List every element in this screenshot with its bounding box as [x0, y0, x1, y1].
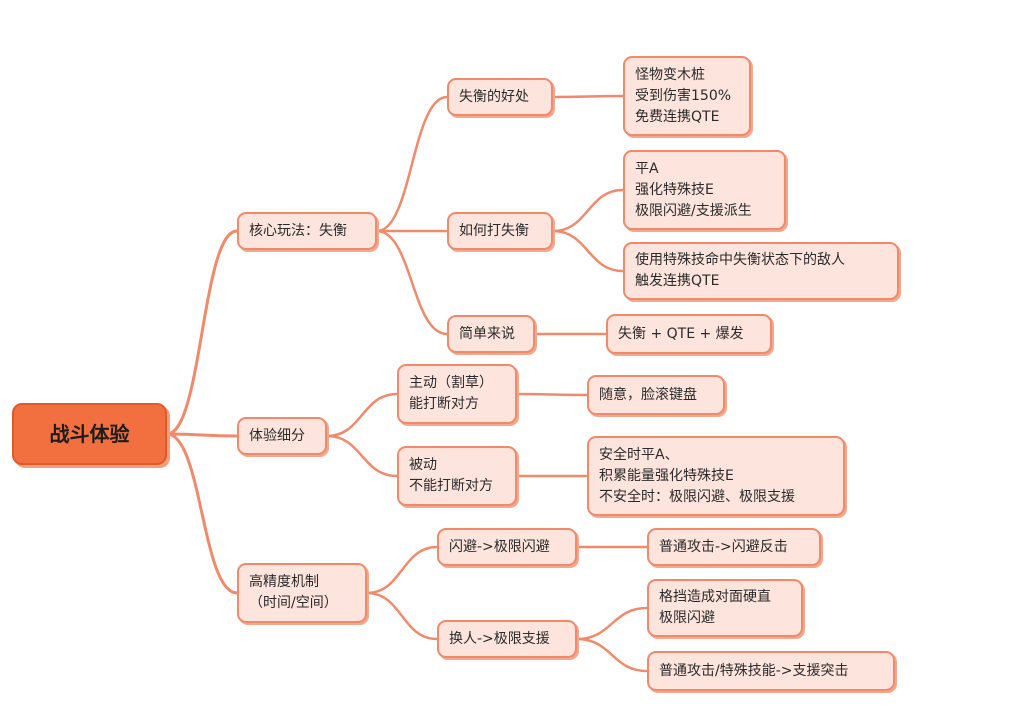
- branch-experience[interactable]: 体验细分: [237, 417, 327, 455]
- root-node[interactable]: 战斗体验: [12, 403, 167, 465]
- node-in-short[interactable]: 简单来说: [447, 315, 535, 353]
- connector-line: [325, 434, 399, 478]
- connector-line: [165, 229, 239, 436]
- branch-precision[interactable]: 高精度机制 （时间/空间）: [237, 563, 367, 623]
- connector-line: [575, 637, 649, 673]
- detail-in-short: 失衡 + QTE + 爆发: [606, 314, 772, 354]
- connector-line: [551, 229, 625, 273]
- detail-how-stagger-1: 平A 强化特殊技E 极限闪避/支援派生: [623, 150, 786, 230]
- connector-line: [515, 392, 589, 397]
- connector-line: [165, 432, 239, 438]
- connector-line: [551, 188, 625, 233]
- node-how-to-stagger[interactable]: 如何打失衡: [447, 212, 553, 250]
- connector-line: [365, 545, 439, 595]
- node-active[interactable]: 主动（割草） 能打断对方: [397, 364, 517, 424]
- node-passive[interactable]: 被动 不能打断对方: [397, 446, 517, 506]
- detail-dodge: 普通攻击->闪避反击: [647, 528, 821, 566]
- node-dodge[interactable]: 闪避->极限闪避: [437, 528, 577, 566]
- node-swap[interactable]: 换人->极限支援: [437, 620, 577, 658]
- branch-core-gameplay[interactable]: 核心玩法：失衡: [237, 212, 377, 250]
- detail-swap-2: 普通攻击/特殊技能->支援突击: [647, 651, 895, 691]
- detail-active: 随意，脸滚键盘: [587, 375, 725, 415]
- detail-swap-1: 格挡造成对面硬直 极限闪避: [647, 579, 803, 637]
- connector-line: [575, 606, 649, 641]
- connector-line: [551, 94, 625, 99]
- connector-line: [325, 392, 399, 438]
- connector-line: [375, 229, 449, 336]
- detail-how-stagger-2: 使用特殊技命中失衡状态下的敌人 触发连携QTE: [623, 242, 899, 300]
- connector-line: [165, 432, 239, 595]
- node-stagger-benefit[interactable]: 失衡的好处: [447, 78, 553, 116]
- connector-line: [375, 95, 449, 233]
- detail-passive: 安全时平A、 积累能量强化特殊技E 不安全时：极限闪避、极限支援: [587, 436, 845, 516]
- connector-line: [365, 591, 439, 641]
- detail-stagger-benefit: 怪物变木桩 受到伤害150% 免费连携QTE: [623, 56, 751, 136]
